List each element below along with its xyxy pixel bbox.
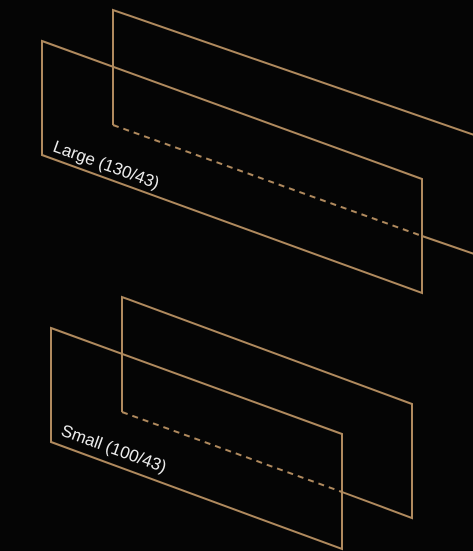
small-panel-label: Small (100/43)	[59, 421, 169, 476]
small-front-panel	[50, 326, 343, 551]
large-rear-panel	[112, 8, 473, 136]
large-panel-set: Large (130/43)	[41, 8, 473, 295]
large-rear-panel-bottom-edge	[421, 235, 473, 255]
large-front-panel	[41, 39, 423, 295]
small-rear-panel	[121, 295, 413, 520]
small-panel-set: Small (100/43)	[50, 295, 413, 551]
